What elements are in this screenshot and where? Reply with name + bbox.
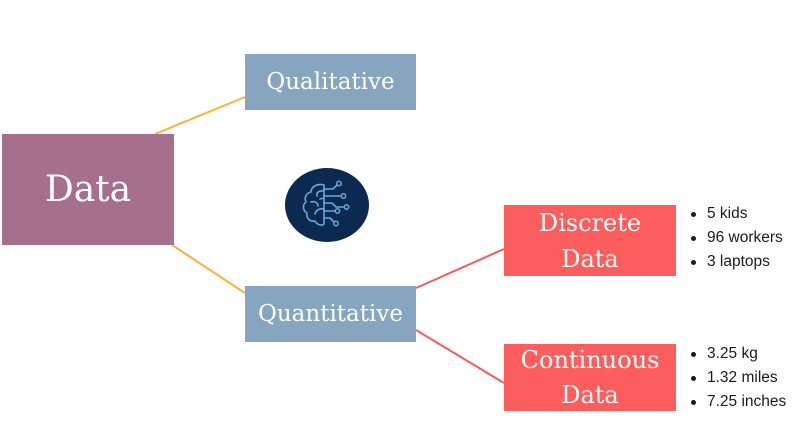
qualitative-node-label: Qualitative	[266, 69, 395, 95]
quantitative-node: Quantitative	[245, 286, 416, 342]
data-node-label: Data	[44, 169, 132, 210]
discrete-data-node-label: Discrete Data	[538, 208, 642, 273]
brain-circuit-glyph	[302, 180, 350, 227]
discrete-examples-list: 5 kids 96 workers 3 laptops	[688, 202, 783, 274]
connector-data-quantitative	[171, 244, 246, 294]
discrete-data-node: Discrete Data	[504, 205, 676, 276]
quantitative-node-label: Quantitative	[258, 301, 403, 327]
connector-quantitative-continuous	[415, 329, 505, 384]
qualitative-node: Qualitative	[245, 54, 416, 110]
list-item: 5 kids	[688, 202, 783, 226]
list-item: 96 workers	[688, 226, 783, 250]
continuous-examples-list: 3.25 kg 1.32 miles 7.25 inches	[688, 342, 786, 414]
brain-circuit-icon	[285, 168, 369, 242]
continuous-data-node: Continuous Data	[504, 344, 676, 411]
list-item: 1.32 miles	[688, 366, 786, 390]
data-node: Data	[2, 134, 174, 245]
list-item: 3 laptops	[688, 250, 783, 274]
continuous-data-node-label: Continuous Data	[520, 345, 660, 409]
list-item: 3.25 kg	[688, 342, 786, 366]
connector-data-qualitative	[154, 96, 246, 135]
list-item: 7.25 inches	[688, 390, 786, 414]
connector-quantitative-discrete	[415, 248, 505, 289]
